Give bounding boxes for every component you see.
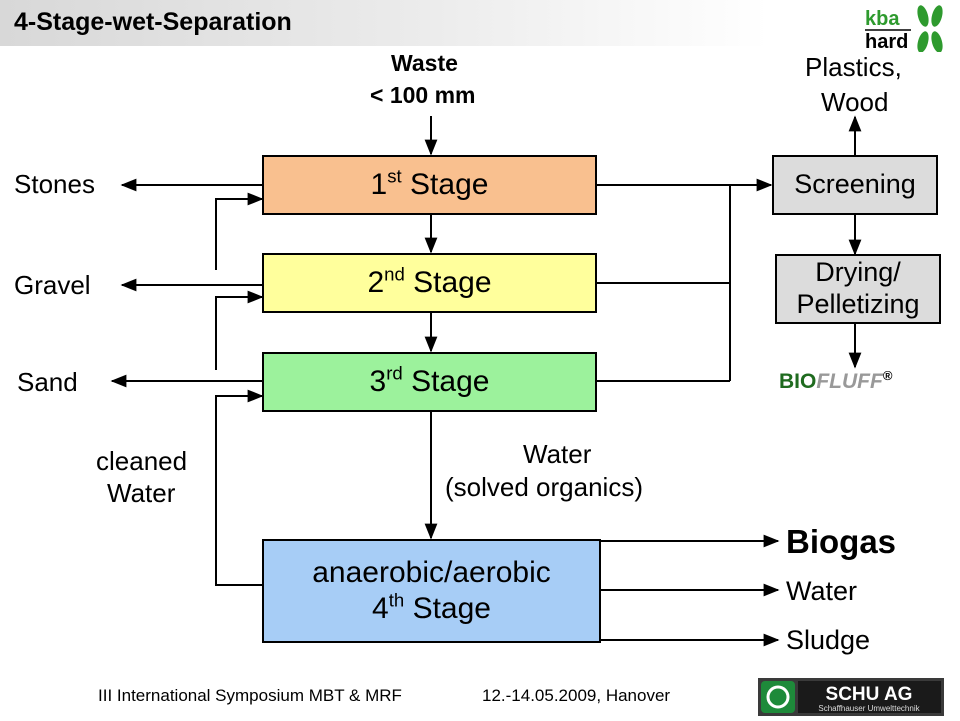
water-organics-label-2: (solved organics) [445, 472, 643, 502]
footer-date: 12.-14.05.2009, Hanover [482, 686, 671, 705]
schu-ag-text: SCHU AG [826, 684, 913, 705]
wood-label: Wood [821, 87, 889, 117]
kba-hard-logo: kba hard [863, 4, 955, 53]
plastics-label: Plastics, [805, 52, 902, 82]
footer-symposium: III International Symposium MBT & MRF [98, 686, 402, 705]
gravel-label: Gravel [14, 270, 91, 300]
cleaned-water-label-1: cleaned [96, 446, 188, 476]
schu-ag-logo: SCHU AG Schaffhauser Umwelttechnik [758, 678, 944, 716]
water-output-label: Water [786, 576, 858, 606]
recycle-icon [766, 685, 790, 709]
leaf-icon [917, 5, 943, 53]
stage-3-box: 3rd Stage [262, 352, 597, 412]
drying-pelletizing-box: Drying/Pelletizing [775, 254, 941, 324]
biofluff-label: BIOFLUFF® [779, 367, 893, 393]
schu-ag-subtext: Schaffhauser Umwelttechnik [818, 704, 920, 713]
stones-label: Stones [14, 169, 95, 199]
screening-box: Screening [772, 155, 938, 215]
waste-label: Waste [391, 50, 458, 76]
cleaned-water-label-2: Water [107, 478, 176, 508]
stage-2-box: 2nd Stage [262, 253, 597, 313]
sludge-label: Sludge [786, 625, 871, 655]
logo-hard-text: hard [865, 31, 908, 52]
slide-title: 4-Stage-wet-Separation [14, 8, 292, 36]
waste-size-label: < 100 mm [370, 82, 476, 108]
sand-label: Sand [17, 367, 78, 397]
biogas-label: Biogas [786, 523, 897, 560]
title-bar [0, 0, 960, 46]
stage-1-box: 1st Stage [262, 155, 597, 215]
water-organics-label-1: Water [523, 439, 592, 469]
logo-kba-text: kba [865, 8, 900, 30]
